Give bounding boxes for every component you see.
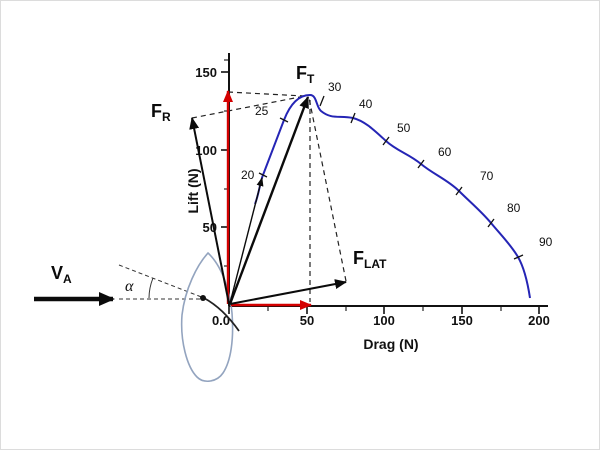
x-tick-labels: 0.0 50 100 150 200 [212,313,550,328]
driving-force-arrow [189,117,230,305]
construction-lines [191,91,347,302]
flat-main: F [353,248,364,268]
ft-sub: T [307,72,315,86]
construction-line-fr-to-ft [191,95,306,119]
curve-angle-labels: 20 25 30 40 50 60 70 80 90 [241,80,553,249]
vector-labels: VA FR FT FLAT α [51,63,387,295]
construction-line-lift-to-ft [227,91,305,97]
apparent-wind-group [34,264,205,306]
label-fr: FR [151,101,171,124]
label-flat: FLAT [353,248,387,271]
fr-main: F [151,101,162,121]
va-main: V [51,263,63,283]
sail-chord-dashed-line [118,264,205,299]
y-tick-label: 100 [195,143,217,158]
angle-label-20: 20 [241,168,255,182]
x-tick-label: 50 [300,313,314,328]
total-force-arrow [228,96,310,305]
x-tick-label: 200 [528,313,550,328]
ft-main: F [296,63,307,83]
angle-label-90: 90 [539,235,553,249]
angle-label-70: 70 [480,169,494,183]
label-va: VA [51,263,72,286]
curve-angle-ticks [258,95,524,260]
y-tick-label: 150 [195,65,217,80]
x-tick-label: 0.0 [212,313,230,328]
angle-label-50: 50 [397,121,411,135]
construction-line-flat-to-ft [308,97,347,282]
fr-sub: R [162,110,171,124]
x-tick-label: 100 [373,313,395,328]
x-axis-title: Drag (N) [363,336,418,352]
center-of-effort-dot [200,295,206,301]
label-ft: FT [296,63,315,86]
lift-drag-polar-curve [254,93,531,299]
angle-label-25: 25 [255,104,269,118]
angle-label-40: 40 [359,97,373,111]
force-arrows [189,96,347,305]
boat-group [180,251,240,382]
angle-label-80: 80 [507,201,521,215]
y-axis-title: Lift (N) [185,168,201,213]
alpha-angle-arc [148,277,154,299]
label-alpha: α [125,278,134,295]
lateral-force-arrow [229,279,347,305]
angle-label-30: 30 [328,80,342,94]
component-arrows [223,90,312,310]
va-sub: A [63,272,72,286]
flat-sub: LAT [364,257,387,271]
sail-curve [203,297,240,332]
y-tick-labels: 50 100 150 [195,65,217,235]
angle-label-60: 60 [438,145,452,159]
x-tick-label: 150 [451,313,473,328]
force-20deg-arrow [229,177,264,304]
